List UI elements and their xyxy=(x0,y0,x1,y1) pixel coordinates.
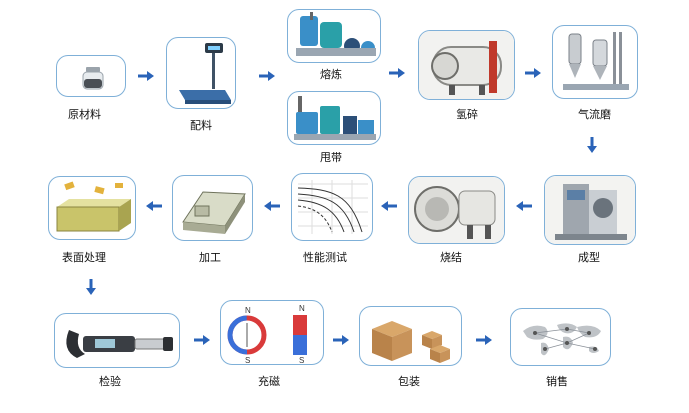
sintering-furnace-image xyxy=(409,177,504,243)
step-label-strip-casting: 甩带 xyxy=(320,151,342,164)
step-label-smelting: 熔炼 xyxy=(320,68,342,81)
arrow-right-icon xyxy=(333,335,349,345)
arrow-right-icon xyxy=(138,71,154,81)
arrow-right-icon xyxy=(194,335,210,345)
step-label-batching: 配料 xyxy=(190,119,212,132)
demagnetization-curve-chart-image xyxy=(297,180,368,234)
step-packaging-box xyxy=(359,306,462,366)
arrow-right-icon xyxy=(259,71,275,81)
south-pole-label: S xyxy=(245,356,250,365)
arrow-right-icon xyxy=(525,68,541,78)
arrow-left-icon xyxy=(381,201,397,211)
step-label-forming: 成型 xyxy=(578,251,600,264)
step-label-raw-material: 原材料 xyxy=(68,108,101,121)
hydrogen-furnace-image xyxy=(419,31,514,99)
north-pole-label: N xyxy=(299,304,305,313)
step-label-inspection: 检验 xyxy=(99,375,121,388)
south-pole-label: S xyxy=(299,356,304,365)
jet-mill-image xyxy=(563,32,629,90)
step-label-machining: 加工 xyxy=(199,251,221,264)
arrow-left-icon xyxy=(146,201,162,211)
machined-magnet-block-image xyxy=(182,191,246,234)
step-strip-casting-box xyxy=(287,91,381,145)
arrow-down-icon xyxy=(86,279,96,295)
step-label-performance-test: 性能测试 xyxy=(303,251,347,264)
step-label-sales: 销售 xyxy=(546,375,568,388)
arrow-left-icon xyxy=(516,201,532,211)
step-hydrogen-decrepitation-box xyxy=(418,30,515,100)
step-raw-material-box xyxy=(56,55,126,97)
cardboard-boxes-image xyxy=(372,321,450,363)
micrometer-image xyxy=(66,330,173,358)
smelting-furnace-image xyxy=(296,12,376,56)
step-jet-milling-box xyxy=(552,25,638,99)
coated-magnets-image xyxy=(56,181,131,232)
step-inspection-box xyxy=(54,313,180,368)
step-label-jet-milling: 气流磨 xyxy=(578,108,611,121)
arrow-right-icon xyxy=(476,335,492,345)
arrow-right-icon xyxy=(389,68,405,78)
step-label-sintering: 烧结 xyxy=(440,251,462,264)
powder-jar-image xyxy=(82,67,104,90)
step-surface-treatment-box xyxy=(48,176,136,240)
step-label-packaging: 包装 xyxy=(398,375,420,388)
press-machine-image xyxy=(545,176,635,244)
arrow-down-icon xyxy=(587,137,597,153)
step-label-magnetizing: 充磁 xyxy=(258,375,280,388)
step-magnetizing-box: N S N S xyxy=(220,300,324,365)
step-smelting-box xyxy=(287,9,381,63)
step-label-surface-treatment: 表面处理 xyxy=(62,251,106,264)
step-label-hydrogen-decrepitation: 氢碎 xyxy=(456,108,478,121)
strip-casting-machine-image xyxy=(294,96,376,140)
arrow-left-icon xyxy=(264,201,280,211)
magnetized-ring-and-bar-image: N S N S xyxy=(227,304,307,365)
step-sales-box xyxy=(510,308,611,366)
north-pole-label: N xyxy=(245,306,251,315)
step-batching-box xyxy=(166,37,236,109)
scale-image xyxy=(179,43,231,104)
world-network-map-image xyxy=(523,323,601,356)
step-forming-box xyxy=(544,175,636,245)
step-sintering-box xyxy=(408,176,505,244)
step-machining-box xyxy=(172,175,253,241)
step-performance-test-box xyxy=(291,173,373,241)
